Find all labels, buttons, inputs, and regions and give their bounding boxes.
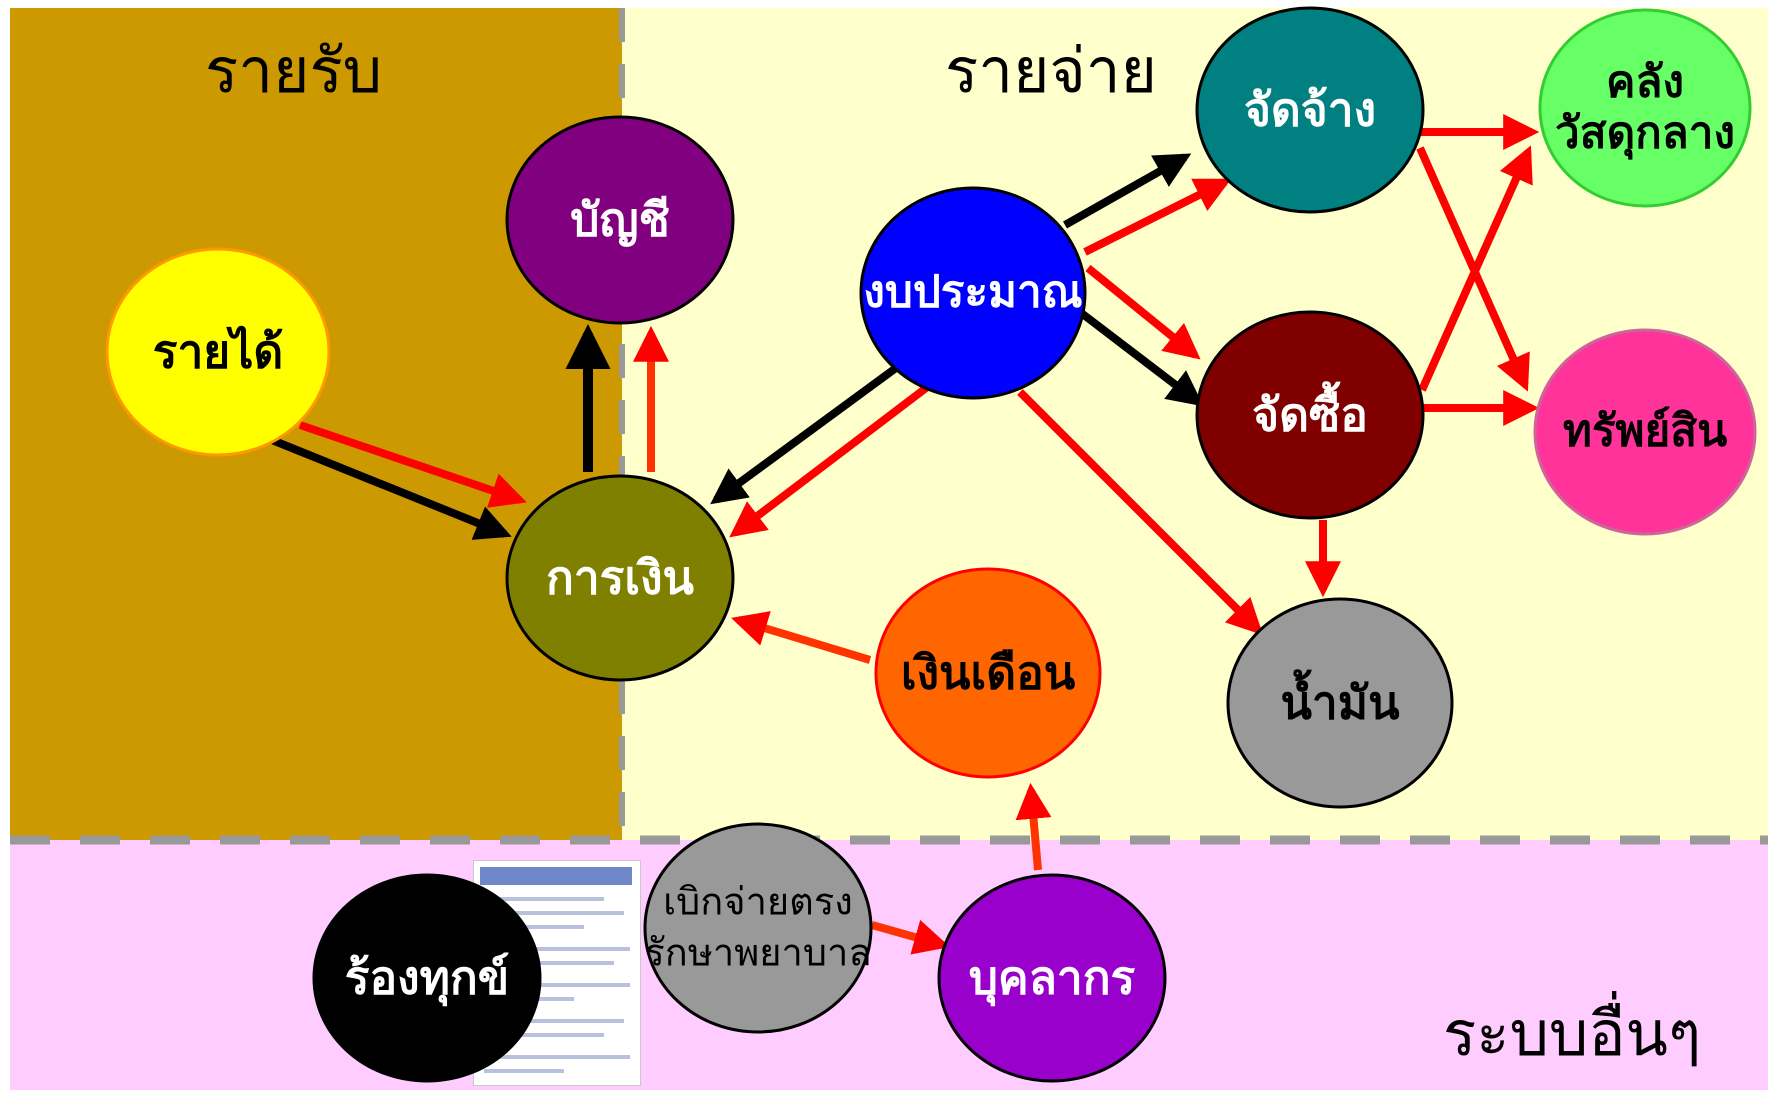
node-complaints — [312, 873, 542, 1083]
node-personnel — [937, 873, 1167, 1083]
arrow-salary-to-finance-red — [731, 611, 872, 664]
arrow-hiring-to-assets-red — [1416, 146, 1530, 392]
arrow-budget-to-purchasing-black — [1077, 308, 1204, 407]
arrow-medical-to-personnel-red — [870, 919, 950, 955]
arrow-budget-to-finance-red — [729, 381, 933, 538]
node-finance — [505, 474, 735, 682]
other-systems-zone — [10, 840, 1768, 1090]
node-assets — [1533, 328, 1757, 536]
income-zone — [10, 8, 622, 840]
arrow-income-to-finance-black — [270, 436, 512, 540]
arrow-personnel-to-salary-red — [1015, 782, 1052, 871]
arrow-budget-to-finance-black — [710, 361, 903, 505]
arrow-budget-to-purchasing-red — [1085, 264, 1201, 360]
arrow-budget-to-hiring-red — [1083, 178, 1232, 256]
node-accounting — [505, 115, 735, 325]
section-title-other: ระบบอื่นๆ — [1443, 997, 1702, 1070]
node-salary — [874, 567, 1102, 779]
document-header-bar — [480, 867, 632, 885]
section-title-income: รายรับ — [205, 34, 383, 107]
arrow-budget-to-hiring-black — [1063, 153, 1192, 229]
node-medical-direct — [643, 822, 873, 1034]
node-hiring — [1195, 6, 1425, 214]
node-budget — [859, 186, 1087, 400]
node-income — [105, 247, 331, 457]
arrow-income-to-finance-red — [298, 421, 527, 508]
node-central-store — [1538, 8, 1752, 208]
arrow-budget-to-fuel-red — [1017, 389, 1264, 636]
node-fuel — [1226, 597, 1454, 809]
section-title-expense: รายจ่าย — [945, 34, 1157, 107]
arrow-purchasing-to-store-red — [1418, 145, 1533, 392]
node-purchasing — [1195, 310, 1425, 520]
